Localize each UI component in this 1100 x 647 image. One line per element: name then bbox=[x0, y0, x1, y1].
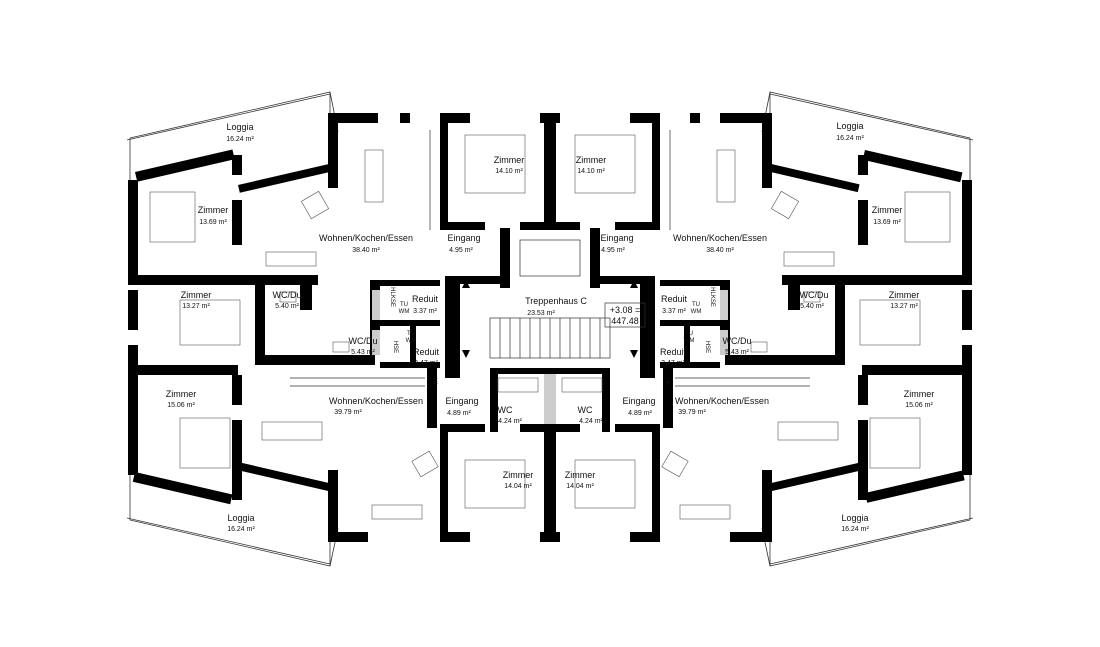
room-labels: Loggia 16.24 m² Zimmer 13.69 m² Wohnen/K… bbox=[166, 121, 935, 533]
room-area: 23.53 m² bbox=[527, 310, 555, 317]
room-label: Treppenhaus C bbox=[525, 296, 587, 306]
room-label: Zimmer bbox=[576, 155, 607, 165]
tag-tu: TU bbox=[400, 302, 408, 308]
room-label: Zimmer bbox=[166, 389, 197, 399]
shafts bbox=[372, 290, 728, 424]
tag-lk: LK bbox=[431, 377, 437, 384]
room-area: 15.06 m² bbox=[167, 402, 195, 409]
room-area: 13.69 m² bbox=[873, 219, 901, 226]
tag-wm: WM bbox=[399, 309, 410, 315]
room-label: Zimmer bbox=[181, 290, 212, 300]
room-area: 4.89 m² bbox=[447, 410, 471, 417]
room-area: 3.47 m² bbox=[414, 360, 438, 367]
tag-wm: WM bbox=[691, 309, 702, 315]
room-label: Zimmer bbox=[904, 389, 935, 399]
room-area: 16.24 m² bbox=[226, 136, 254, 143]
room-area: 16.24 m² bbox=[227, 526, 255, 533]
room-label: Zimmer bbox=[198, 205, 229, 215]
room-area: 14.04 m² bbox=[504, 483, 532, 490]
tag-hse: HSE bbox=[704, 341, 710, 353]
room-area: 16.24 m² bbox=[836, 135, 864, 142]
room-label: WC bbox=[498, 405, 513, 415]
tag-hse: HSE bbox=[392, 341, 398, 353]
room-area: 38.40 m² bbox=[352, 247, 380, 254]
level-line-2: 447.48 bbox=[611, 316, 639, 326]
room-area: 14.04 m² bbox=[566, 483, 594, 490]
room-area: 5.43 m² bbox=[351, 349, 375, 356]
room-area: 39.79 m² bbox=[334, 409, 362, 416]
room-label: Eingang bbox=[445, 396, 478, 406]
room-label: Wohnen/Kochen/Essen bbox=[329, 396, 423, 406]
room-area: 13.27 m² bbox=[182, 303, 210, 310]
level-marker: +3.08 = 447.48 bbox=[610, 305, 641, 326]
room-label: Reduit bbox=[661, 294, 688, 304]
room-area: 39.79 m² bbox=[678, 409, 706, 416]
room-label: Loggia bbox=[841, 513, 868, 523]
tag-tu: TU bbox=[407, 331, 415, 337]
room-area: 5.40 m² bbox=[275, 303, 299, 310]
room-area: 4.24 m² bbox=[579, 418, 603, 425]
room-label: WC/Du bbox=[800, 290, 829, 300]
room-area: 13.27 m² bbox=[890, 303, 918, 310]
room-label: Eingang bbox=[600, 233, 633, 243]
room-label: WC bbox=[578, 405, 593, 415]
room-area: 5.40 m² bbox=[800, 303, 824, 310]
level-line-1: +3.08 = bbox=[610, 305, 641, 315]
tag-hlkse: HLKSE bbox=[709, 287, 715, 307]
room-label: Loggia bbox=[227, 513, 254, 523]
stair-steps bbox=[489, 317, 611, 359]
room-label: WC/Du bbox=[349, 336, 378, 346]
tag-lk: LK bbox=[664, 377, 670, 384]
tag-hlkse: HLKSE bbox=[389, 287, 395, 307]
room-area: 13.69 m² bbox=[199, 219, 227, 226]
room-label: Loggia bbox=[836, 121, 863, 131]
room-area: 16.24 m² bbox=[841, 526, 869, 533]
room-area: 14.10 m² bbox=[577, 168, 605, 175]
tag-tu: TU bbox=[692, 302, 700, 308]
room-area: 3.37 m² bbox=[662, 308, 686, 315]
tag-wm: WM bbox=[406, 338, 417, 344]
room-label: WC/Du bbox=[723, 336, 752, 346]
room-area: 14.10 m² bbox=[495, 168, 523, 175]
room-label: Eingang bbox=[447, 233, 480, 243]
room-area: 3.47 m² bbox=[661, 360, 685, 367]
room-label: Wohnen/Kochen/Essen bbox=[675, 396, 769, 406]
tag-wm: WM bbox=[684, 338, 695, 344]
room-label: Zimmer bbox=[503, 470, 534, 480]
room-label: Reduit bbox=[660, 347, 687, 357]
room-label: Zimmer bbox=[889, 290, 920, 300]
room-label: Zimmer bbox=[494, 155, 525, 165]
room-label: Loggia bbox=[226, 122, 253, 132]
room-area: 38.40 m² bbox=[706, 247, 734, 254]
room-label: Zimmer bbox=[565, 470, 596, 480]
room-label: Eingang bbox=[622, 396, 655, 406]
room-label: Wohnen/Kochen/Essen bbox=[673, 233, 767, 243]
room-area: 4.95 m² bbox=[449, 247, 473, 254]
room-label: Reduit bbox=[413, 347, 440, 357]
room-label: Zimmer bbox=[872, 205, 903, 215]
room-area: 5.43 m² bbox=[725, 349, 749, 356]
room-area: 4.24 m² bbox=[498, 418, 522, 425]
room-label: Reduit bbox=[412, 294, 439, 304]
room-area: 4.95 m² bbox=[601, 247, 625, 254]
walls bbox=[128, 113, 972, 542]
tags: HLKSE HLKSE HSE HSE LK LK TU WM TU WM TU… bbox=[389, 287, 715, 385]
furniture bbox=[149, 130, 951, 520]
room-label: WC/Du bbox=[273, 290, 302, 300]
room-label: Wohnen/Kochen/Essen bbox=[319, 233, 413, 243]
room-area: 4.89 m² bbox=[628, 410, 652, 417]
tag-tu: TU bbox=[685, 331, 693, 337]
room-area: 3.37 m² bbox=[413, 308, 437, 315]
room-area: 15.06 m² bbox=[905, 402, 933, 409]
